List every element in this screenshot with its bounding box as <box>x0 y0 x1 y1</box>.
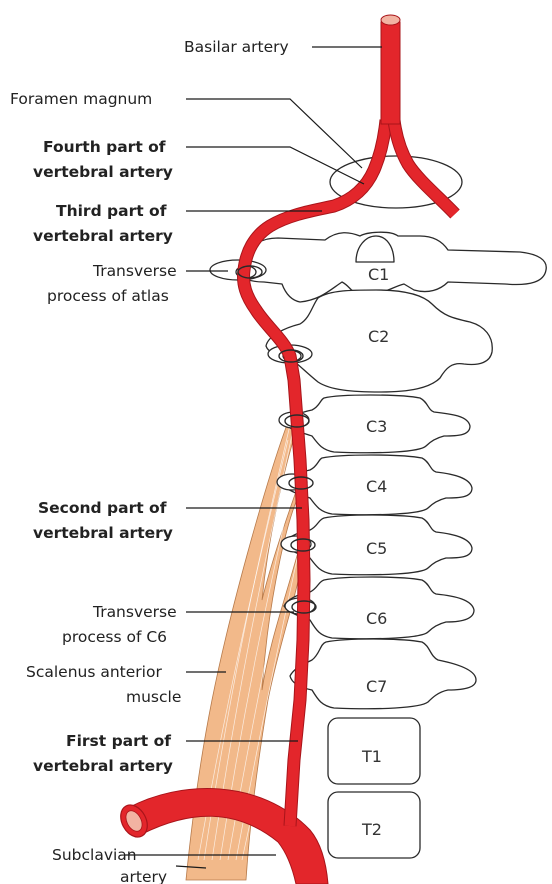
label-subclavian-line2: artery <box>120 868 167 884</box>
label-tp-c6-line1: Transverse <box>92 603 177 621</box>
vertebra-label-c4: C4 <box>366 477 387 496</box>
leader-fourth <box>186 147 364 184</box>
label-first-part-line1: First part of <box>66 732 171 750</box>
label-scalenus-line1: Scalenus anterior <box>26 663 162 681</box>
label-tp-atlas-line2: process of atlas <box>47 287 169 305</box>
vertebra-t2: T2 <box>328 792 420 858</box>
vertebra-label-c1: C1 <box>368 265 389 284</box>
label-third-part-line1: Third part of <box>56 202 167 220</box>
label-fourth-part-line2: vertebral artery <box>33 163 173 181</box>
vertebra-label-c3: C3 <box>366 417 387 436</box>
label-scalenus-line2: muscle <box>126 688 181 706</box>
label-second-part-line2: vertebral artery <box>33 524 173 542</box>
label-first-part-line2: vertebral artery <box>33 757 173 775</box>
label-basilar-artery: Basilar artery <box>184 38 289 56</box>
basilar-artery <box>381 15 400 124</box>
label-tp-atlas-line1: Transverse <box>92 262 177 280</box>
vertebra-label-c7: C7 <box>366 677 387 696</box>
label-third-part-line2: vertebral artery <box>33 227 173 245</box>
vertebra-label-t1: T1 <box>361 747 382 766</box>
vertebra-label-c6: C6 <box>366 609 387 628</box>
vertebra-label-c2: C2 <box>368 327 389 346</box>
label-tp-c6-line2: process of C6 <box>62 628 167 646</box>
label-foramen-magnum: Foramen magnum <box>10 90 152 108</box>
label-second-part-line1: Second part of <box>38 499 167 517</box>
leader-foramen <box>186 99 362 168</box>
vertebra-label-c5: C5 <box>366 539 387 558</box>
vertebra-c7: C7 <box>290 639 476 709</box>
vertebra-label-t2: T2 <box>361 820 382 839</box>
vertebra-c6: C6 <box>284 577 474 639</box>
vertebra-t1: T1 <box>328 718 420 784</box>
label-fourth-part-line1: Fourth part of <box>43 138 166 156</box>
label-subclavian-line1: Subclavian <box>52 846 137 864</box>
